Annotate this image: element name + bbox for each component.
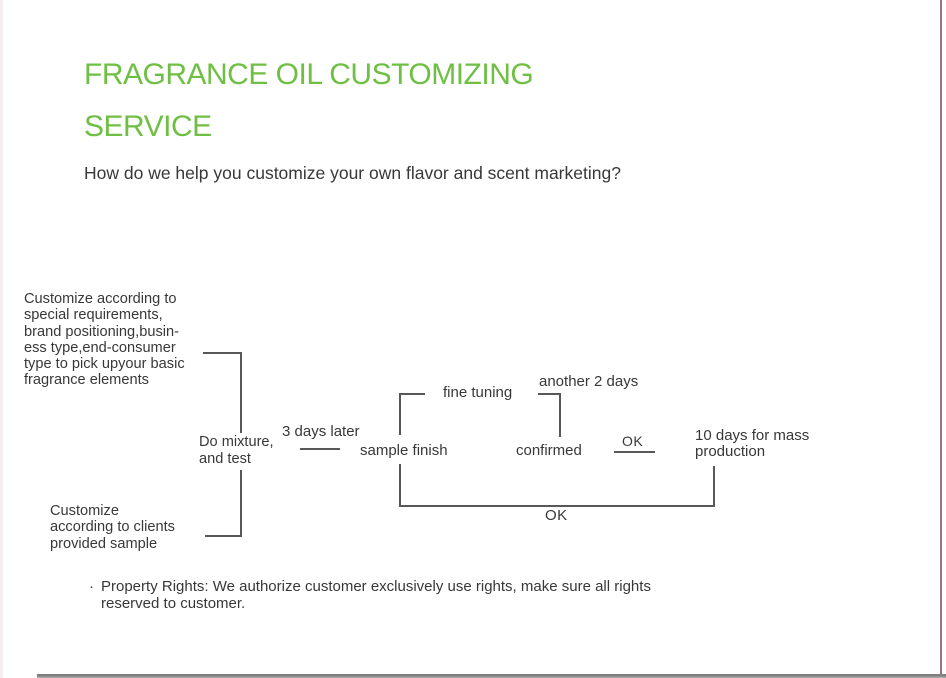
connector-another-two-days-vertical xyxy=(559,393,561,437)
label-ok-loop: OK xyxy=(545,507,568,524)
text-line: Customize xyxy=(50,503,119,519)
connector-fine-tuning-horizontal xyxy=(399,393,425,395)
node-mass-production: 10 days for mass production xyxy=(695,428,809,460)
bullet-dot: · xyxy=(89,578,94,595)
text-line: Customize according to xyxy=(24,291,177,307)
connector-three-days-dash xyxy=(300,448,340,450)
footnote-line: Property Rights: We authorize customer e… xyxy=(101,578,651,595)
node-sample-finish: sample finish xyxy=(360,442,448,459)
label-another-two-days: another 2 days xyxy=(539,373,639,390)
text-line: and test xyxy=(199,450,251,467)
left-edge-tint xyxy=(0,0,3,678)
connector-sample-stub xyxy=(205,535,242,537)
text-line: type to pick upyour basic xyxy=(24,356,185,373)
label-three-days-later: 3 days later xyxy=(282,423,360,440)
text-line: brand positioning,busin- xyxy=(24,323,179,340)
bottom-bar xyxy=(37,674,946,678)
text-line: 10 days for mass xyxy=(695,427,810,444)
label-fine-tuning: fine tuning xyxy=(443,384,513,401)
right-edge-line xyxy=(940,0,942,678)
footnote-text: Property Rights: We authorize customer e… xyxy=(101,578,651,612)
text-line: production xyxy=(695,442,766,460)
connector-another-two-days-horizontal xyxy=(538,393,561,395)
text-line: Do mixture, xyxy=(199,434,274,450)
page-title: FRAGRANCE OIL CUSTOMIZING SERVICE xyxy=(84,49,534,153)
node-do-mixture: Do mixture, and test xyxy=(199,433,276,470)
property-rights-note: · Property Rights: We authorize customer… xyxy=(89,578,651,612)
label-ok-forward: OK xyxy=(622,433,644,449)
connector-requirements-stub xyxy=(203,352,242,354)
node-confirmed: confirmed xyxy=(516,442,582,459)
page-title-line2: SERVICE xyxy=(84,110,212,143)
connector-mass-production-down xyxy=(713,466,715,507)
connector-ok-underline xyxy=(614,451,655,453)
text-line: special requirements, xyxy=(24,307,163,324)
text-line: according to clients xyxy=(50,519,175,536)
text-line: provided sample xyxy=(50,535,158,552)
connector-fine-tuning-vertical xyxy=(399,393,401,435)
node-custom-requirements: Customize according to special requireme… xyxy=(24,291,185,389)
connector-sample-finish-down xyxy=(399,464,401,507)
page-title-line1: FRAGRANCE OIL CUSTOMIZING xyxy=(84,58,534,91)
node-client-sample: Customize according to clients provided … xyxy=(50,503,175,552)
page-subtitle: How do we help you customize your own fl… xyxy=(84,163,621,183)
text-line: fragrance elements xyxy=(24,372,149,389)
connector-loop-bottom xyxy=(399,505,715,507)
text-line: ess type,end-consumer xyxy=(24,339,176,356)
footnote-line: reserved to customer. xyxy=(101,595,246,613)
